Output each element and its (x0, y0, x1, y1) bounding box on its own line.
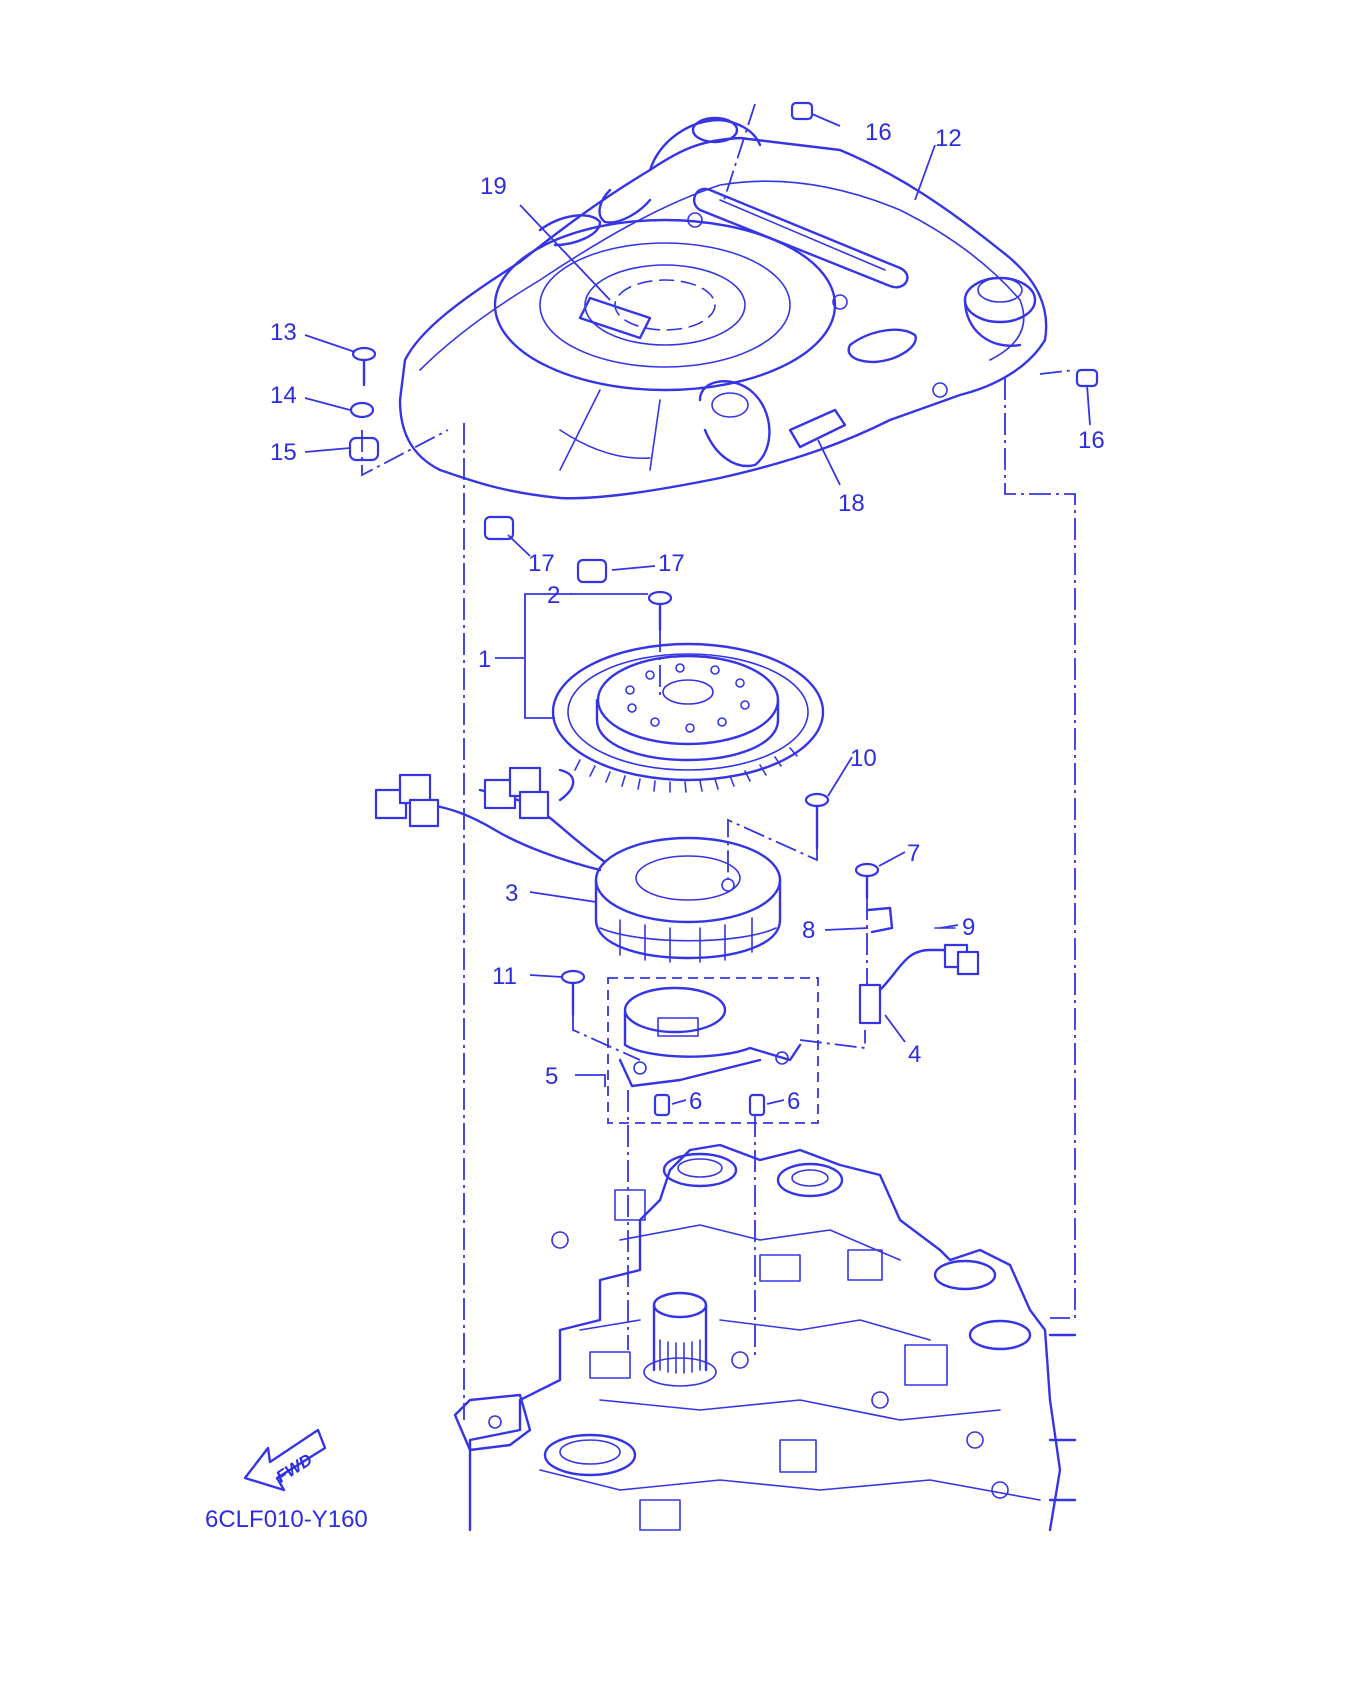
callout-6: 6 (787, 1088, 800, 1115)
callout-15: 15 (270, 439, 297, 466)
callout-19: 19 (480, 173, 507, 200)
callout-7: 7 (907, 840, 920, 867)
powerhead-engine-block (453, 1143, 1077, 1532)
stator-assy (374, 766, 782, 963)
callout-13: 13 (270, 319, 297, 346)
fwd-arrow-icon: FWD (243, 1428, 327, 1492)
callout-labels: 16 12 19 13 14 15 16 18 17 17 2 1 10 7 3… (270, 119, 1105, 1115)
callout-16: 16 (1078, 427, 1105, 454)
callout-10: 10 (850, 745, 877, 772)
callout-16: 16 (865, 119, 892, 146)
leader-lines (304, 113, 1091, 1105)
callout-6: 6 (689, 1088, 702, 1115)
pulser-coil (858, 906, 980, 1025)
flywheel-cover (398, 116, 1048, 500)
callout-11: 11 (492, 963, 517, 990)
fasteners (348, 101, 1099, 1017)
callout-2: 2 (547, 582, 560, 609)
callout-17: 17 (658, 550, 685, 577)
flywheel-magneto (551, 642, 825, 793)
callout-4: 4 (908, 1041, 921, 1068)
callout-17: 17 (528, 550, 555, 577)
callout-18: 18 (838, 490, 865, 517)
callout-14: 14 (270, 382, 297, 409)
alignment-lines (361, 103, 1076, 1420)
callout-5: 5 (545, 1063, 558, 1090)
diagram-code: 6CLF010-Y160 (205, 1506, 368, 1533)
callout-12: 12 (935, 125, 962, 152)
callout-1: 1 (478, 646, 491, 673)
flywheel-base-plate (607, 977, 819, 1124)
callout-8: 8 (802, 917, 815, 944)
callout-9: 9 (962, 914, 975, 941)
callout-3: 3 (505, 880, 518, 907)
